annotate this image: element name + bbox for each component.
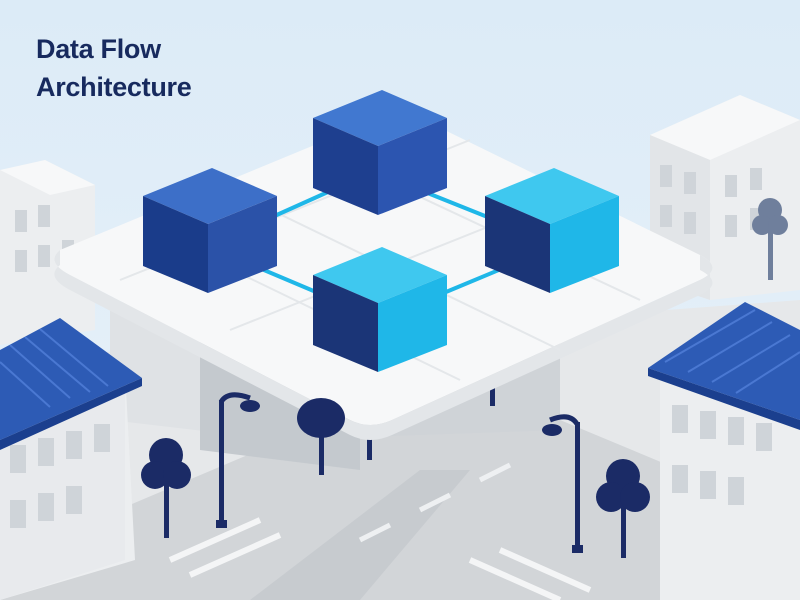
tree-back-right (752, 198, 788, 280)
tree-center (297, 398, 345, 475)
building-back-left (0, 160, 95, 345)
cube-right (485, 168, 619, 293)
cube-bottom (313, 247, 447, 372)
roof-left (0, 318, 142, 440)
cube-top (313, 90, 447, 215)
page-title: Data Flow Architecture (36, 30, 192, 106)
street-lamp-left (216, 392, 260, 528)
road-lane (250, 470, 470, 600)
roof-right (648, 302, 800, 420)
cube-left (143, 168, 277, 293)
building-front-right (648, 302, 800, 600)
title-line-2: Architecture (36, 72, 192, 102)
tree-front-right (596, 459, 650, 558)
title-line-1: Data Flow (36, 34, 161, 64)
street-lamp-right (542, 414, 583, 553)
tree-front-left (141, 438, 191, 538)
lane-dashes (358, 462, 512, 543)
building-front-left (0, 318, 142, 600)
crosswalk (168, 517, 592, 600)
